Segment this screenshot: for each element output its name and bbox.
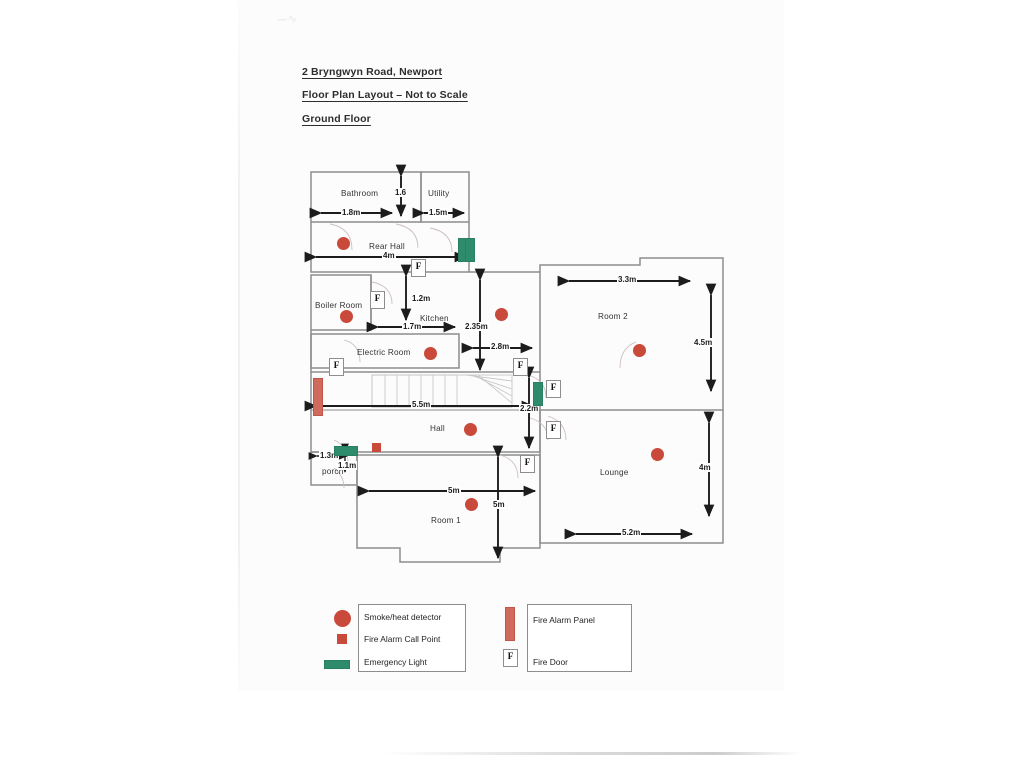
document-subtitle: Floor Plan Layout – Not to Scale bbox=[302, 89, 468, 101]
room-label-rear-hall: Rear Hall bbox=[369, 242, 405, 251]
legend-label-smoke-detector: Smoke/heat detector bbox=[364, 612, 442, 622]
dim-room1-width: 5m bbox=[447, 486, 461, 495]
dim-porch-depth: 1.1m bbox=[337, 461, 358, 470]
room-label-boiler-room: Boiler Room bbox=[315, 301, 363, 310]
room-label-kitchen: Kitchen bbox=[420, 314, 449, 323]
fire-alarm-panel-hall bbox=[313, 378, 323, 416]
smoke-detector-kitchen bbox=[495, 308, 508, 321]
smoke-detector-room-1 bbox=[465, 498, 478, 511]
room-label-porch: porch bbox=[322, 467, 344, 476]
room-label-electric-room: Electric Room bbox=[357, 348, 411, 357]
dim-bathroom-width: 1.8m bbox=[341, 208, 362, 217]
smoke-detector-rear-hall bbox=[337, 237, 350, 250]
legend-right-box bbox=[527, 604, 632, 672]
smoke-detector-hall bbox=[464, 423, 477, 436]
legend-call-point-icon bbox=[337, 634, 347, 644]
room-label-hall: Hall bbox=[430, 424, 445, 433]
dim-utility-width: 1.5m bbox=[428, 208, 449, 217]
fire-door-room-1: F bbox=[520, 455, 535, 473]
dim-kitchen-lower-width: 2.8m bbox=[490, 342, 511, 351]
dim-kitchen-width: 1.7m bbox=[402, 322, 423, 331]
legend-smoke-detector-icon bbox=[334, 610, 351, 627]
document-floor-label: Ground Floor bbox=[302, 113, 371, 125]
call-point-hall bbox=[372, 443, 381, 452]
legend-emergency-light-icon bbox=[324, 660, 350, 669]
fire-door-electric-room: F bbox=[329, 358, 344, 376]
dim-porch-width: 1.3m bbox=[319, 451, 340, 460]
fire-door-kitchen-hall: F bbox=[513, 358, 528, 376]
smoke-detector-lounge bbox=[651, 448, 664, 461]
smoke-detector-boiler-room bbox=[340, 310, 353, 323]
dim-room2-width: 3.3m bbox=[617, 275, 638, 284]
legend-fire-alarm-panel-icon bbox=[505, 607, 515, 641]
fire-door-room-2: F bbox=[546, 380, 561, 398]
fire-door-rear-hall: F bbox=[411, 259, 426, 277]
staircase bbox=[371, 374, 513, 408]
page-bottom-edge-shadow bbox=[380, 752, 800, 755]
room-label-utility: Utility bbox=[428, 189, 450, 198]
dim-rear-hall-width: 4m bbox=[382, 251, 396, 260]
dim-hall-right-depth: 2.2m bbox=[519, 404, 540, 413]
room-label-room-1: Room 1 bbox=[431, 516, 461, 525]
document-address: 2 Bryngwyn Road, Newport bbox=[302, 66, 443, 78]
smoke-detector-electric-room bbox=[424, 347, 437, 360]
legend-label-emergency-light: Emergency Light bbox=[364, 657, 427, 667]
wall-outlines bbox=[310, 171, 724, 563]
emergency-light-porch bbox=[334, 446, 358, 456]
emergency-light-hall-right bbox=[533, 382, 543, 406]
fire-door-boiler-room: F bbox=[370, 291, 385, 309]
room-label-lounge: Lounge bbox=[600, 468, 629, 477]
legend-left-box bbox=[358, 604, 466, 672]
fire-door-lounge: F bbox=[546, 421, 561, 439]
dim-room2-height: 4.5m bbox=[693, 338, 714, 347]
dim-kitchen-height: 2.35m bbox=[464, 322, 489, 331]
room-label-room-2: Room 2 bbox=[598, 312, 628, 321]
smoke-detector-room-2 bbox=[633, 344, 646, 357]
dim-hall-width: 5.5m bbox=[411, 400, 432, 409]
emergency-light-rear-hall-b bbox=[465, 238, 475, 262]
dim-room1-height: 5m bbox=[492, 500, 506, 509]
legend-label-call-point: Fire Alarm Call Point bbox=[364, 634, 441, 644]
dim-lounge-width: 5.2m bbox=[621, 528, 642, 537]
legend-label-fire-door: Fire Door bbox=[533, 657, 568, 667]
page-left-edge bbox=[238, 0, 240, 700]
dim-bathroom-height: 1.6 bbox=[394, 188, 408, 197]
room-label-bathroom: Bathroom bbox=[341, 189, 379, 198]
dim-kitchen-depth-upper: 1.2m bbox=[411, 294, 432, 303]
legend-fire-door-icon: F bbox=[503, 649, 518, 667]
dim-lounge-height: 4m bbox=[698, 463, 712, 472]
legend-label-fire-alarm-panel: Fire Alarm Panel bbox=[533, 615, 595, 625]
